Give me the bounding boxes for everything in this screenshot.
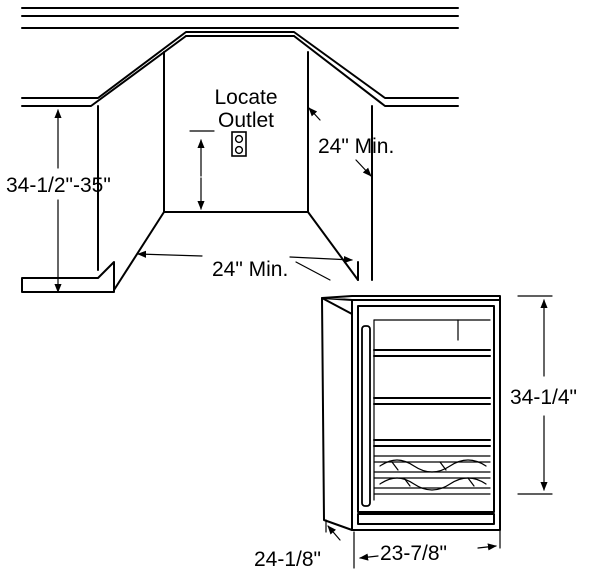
unit-side-face	[321, 297, 353, 531]
unit-depth-arrow	[327, 525, 341, 541]
wine-cooler-unit	[321, 295, 501, 531]
floor-right-edge	[307, 211, 359, 281]
side-clearance-label: 24" Min.	[318, 135, 394, 158]
bottom-grille	[357, 513, 495, 525]
counter-height-label: 34-1/2"-35"	[6, 174, 111, 197]
floor-clearance-label: 24" Min.	[212, 258, 288, 281]
wine-bottle-necks	[391, 461, 475, 487]
outlet-label: Outlet	[218, 109, 274, 132]
countertop-right-edge	[293, 35, 459, 107]
countertop-outline	[21, 31, 459, 99]
electrical-outlet-icon	[231, 131, 247, 157]
wine-bottles-row-1	[379, 459, 487, 473]
floor-clearance-arrow-right	[289, 256, 353, 264]
left-toe-kick	[21, 261, 115, 293]
side-clearance-arrow-lower	[355, 159, 372, 177]
unit-depth-label: 24-1/8"	[254, 548, 321, 571]
floor-clearance-leader	[295, 261, 331, 281]
door-handle	[361, 325, 371, 507]
unit-height-label: 34-1/4"	[510, 386, 577, 409]
shelf-3	[373, 439, 491, 447]
unit-width-arrow-right	[477, 543, 497, 551]
unit-front-frame	[351, 299, 501, 531]
shelf-2	[373, 397, 491, 405]
unit-width-arrow-left	[359, 553, 379, 561]
shelf-1	[373, 349, 491, 357]
countertop-left-edge	[21, 35, 187, 107]
locate-label: Locate	[214, 86, 277, 109]
floor-clearance-arrow-left	[137, 250, 203, 258]
unit-door	[357, 305, 495, 513]
unit-width-label: 23-7/8"	[380, 542, 447, 565]
floor-left-edge	[113, 211, 165, 291]
side-clearance-arrow-upper	[308, 107, 321, 121]
